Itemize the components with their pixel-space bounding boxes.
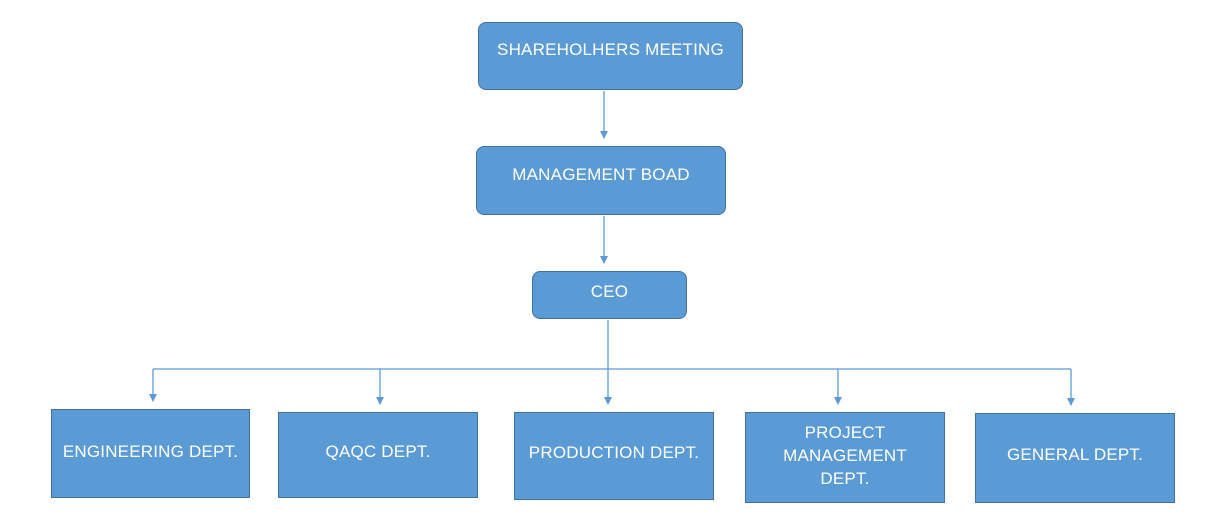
management-board-node: MANAGEMENT BOAD — [476, 146, 726, 215]
production-dept-node: PRODUCTION DEPT. — [514, 412, 714, 500]
qaqc-dept-node: QAQC DEPT. — [278, 412, 478, 498]
general-dept-node: GENERAL DEPT. — [975, 413, 1175, 503]
project-management-dept-node: PROJECT MANAGEMENT DEPT. — [745, 412, 945, 503]
ceo-label: CEO — [590, 281, 629, 301]
shareholders-meeting-node: SHAREHOLHERS MEETING — [478, 22, 743, 90]
ceo-node: CEO — [532, 271, 687, 319]
management-board-label: MANAGEMENT BOAD — [512, 164, 690, 184]
engineering-dept-node: ENGINEERING DEPT. — [51, 409, 250, 498]
engineering-dept-label: ENGINEERING DEPT. — [62, 442, 239, 461]
production-dept-label: PRODUCTION DEPT. — [528, 442, 700, 462]
shareholders-meeting-label: SHAREHOLHERS MEETING — [497, 39, 724, 59]
general-dept-label: GENERAL DEPT. — [1006, 444, 1144, 464]
qaqc-dept-label: QAQC DEPT. — [325, 441, 431, 461]
project-management-dept-label: PROJECT MANAGEMENT DEPT. — [783, 422, 907, 488]
